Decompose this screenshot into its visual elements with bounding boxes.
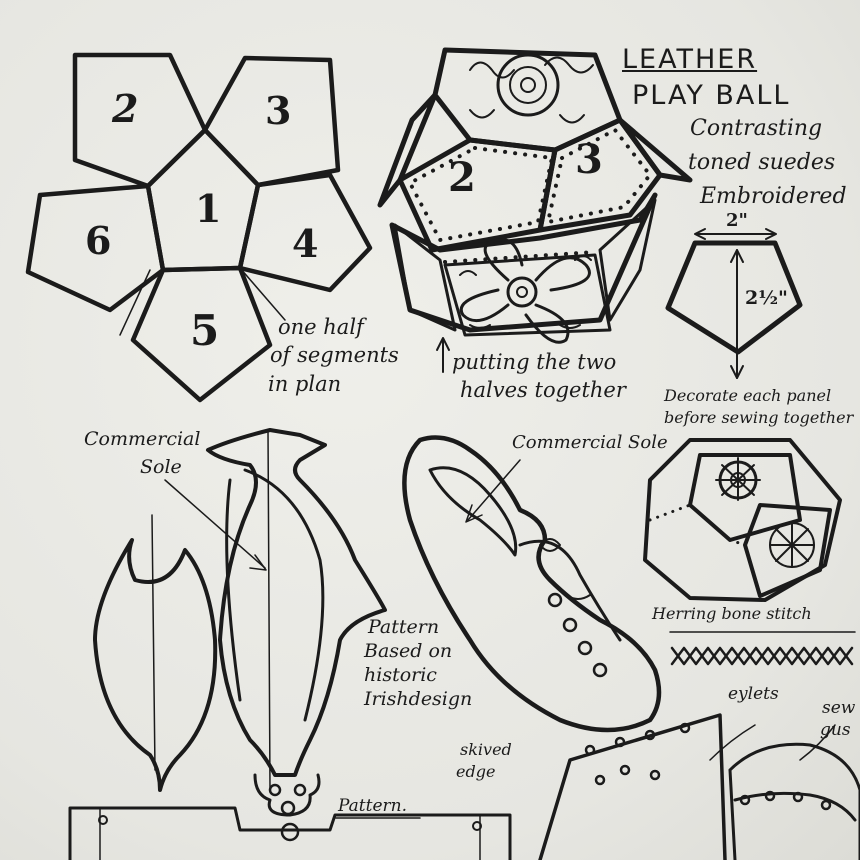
skived-edge-line-2: edge — [456, 762, 496, 781]
subtitle-line-3: Embroidered — [700, 184, 847, 209]
commercial-sole-left-line-2: Sole — [140, 456, 182, 478]
panel-dimension-diagram — [665, 228, 803, 379]
ball-assembly-diagram — [377, 47, 693, 373]
title-line-2: PLAY BALL — [632, 80, 791, 111]
eylets-label: eylets — [728, 684, 779, 704]
ball-caption-line-2: halves together — [460, 378, 626, 402]
title-line-1: LEATHER — [622, 44, 758, 75]
plan-segment-label-6: 6 — [85, 218, 112, 263]
commercial-sole-right-label: Commercial Sole — [512, 432, 668, 453]
gusset-bag-diagram — [538, 713, 860, 860]
shoe-diagram — [402, 435, 662, 733]
plan-segment-label-3: 3 — [265, 88, 292, 133]
plan-segment-label-5: 5 — [190, 306, 220, 355]
plan-segment-label-1: 1 — [195, 186, 222, 231]
panel-width-label: 2" — [726, 210, 748, 231]
commercial-sole-left-line-1: Commercial — [84, 428, 201, 450]
boot-pattern-diagram — [93, 428, 387, 842]
subtitle-line-1: Contrasting — [690, 116, 823, 141]
pattern-note-line-1: Pattern — [368, 616, 440, 638]
plan-segment-5 — [130, 265, 273, 403]
decorate-caption-line-1: Decorate each panel — [664, 386, 832, 405]
plan-segment-6 — [25, 183, 166, 313]
plan-caption-line-3: in plan — [268, 372, 342, 396]
pattern-note-line-4: Irishdesign — [364, 688, 473, 710]
plan-caption-line-2: of segments — [270, 343, 399, 367]
plan-segment-label-2: 2 — [112, 86, 139, 131]
plan-caption-line-1: one half — [278, 315, 364, 339]
pattern-note-line-3: historic — [364, 664, 437, 686]
panel-height-label: 2½" — [745, 287, 788, 309]
sew-gusset-line-1: sew — [822, 698, 856, 718]
pattern-label: Pattern. — [338, 796, 408, 816]
plan-segment-label-4: 4 — [292, 221, 319, 266]
subtitle-line-2: toned suedes — [688, 150, 836, 175]
herringbone-stitch-label: Herring bone stitch — [652, 604, 812, 623]
herringbone-stitch-diagram — [669, 631, 856, 666]
plan-segment-2 — [72, 52, 208, 189]
pattern-note-line-2: Based on — [364, 640, 453, 662]
sew-gusset-line-2: gus — [820, 720, 851, 740]
plan-segment-4 — [237, 172, 373, 293]
decorated-ball-diagram — [643, 438, 842, 602]
ball-segment-label-3: 3 — [575, 136, 603, 183]
pattern-strip-diagram — [68, 806, 512, 860]
skived-edge-line-1: skived — [460, 740, 512, 759]
pentagon-plan-diagram — [25, 52, 373, 403]
decorate-caption-line-2: before sewing together — [664, 408, 854, 427]
ball-segment-label-2: 2 — [448, 154, 476, 201]
ball-caption-line-1: putting the two — [452, 350, 617, 374]
